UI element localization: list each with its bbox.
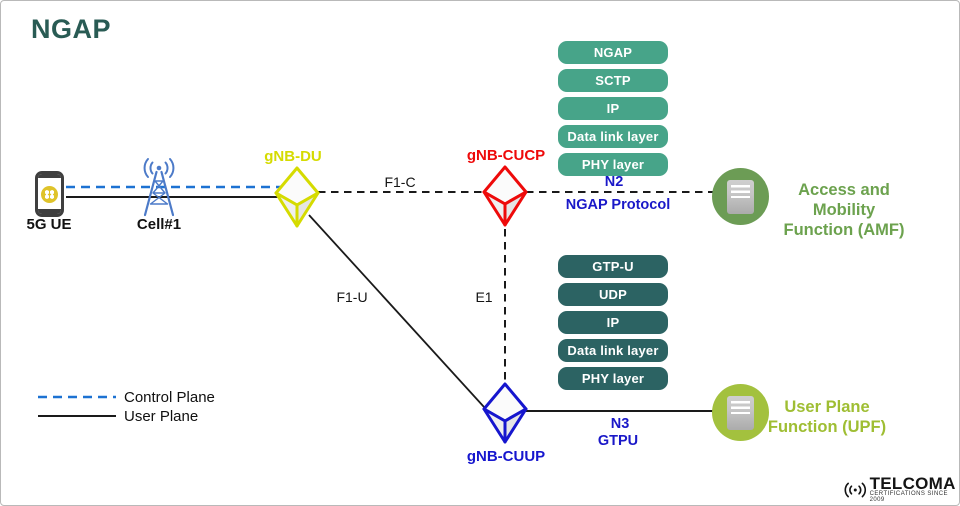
server-lines-icon	[731, 400, 750, 414]
gnb-cuup-cube-icon	[482, 382, 528, 444]
stack-datalink: Data link layer	[558, 125, 668, 148]
stack-datalink2: Data link layer	[558, 339, 668, 362]
logo-wave-icon	[844, 482, 867, 497]
server-icon	[727, 395, 754, 430]
gnb-du-cube-icon	[274, 166, 320, 228]
logo-tagline: CERTIFICATIONS SINCE 2009	[869, 491, 949, 503]
stack-udp: UDP	[558, 283, 668, 306]
logo-name: TELCOMA	[869, 474, 956, 493]
amf-node	[712, 168, 769, 225]
telcoma-logo: TELCOMA CERTIFICATIONS SINCE 2009	[843, 474, 960, 503]
stack-phy: PHY layer	[558, 153, 668, 176]
ue-phone-icon	[35, 171, 64, 217]
stack-sctp: SCTP	[558, 69, 668, 92]
n2-protocol-label: NGAP Protocol	[565, 197, 671, 213]
server-lines-icon	[731, 184, 750, 198]
n3-label: N3	[610, 416, 630, 432]
upf-node	[712, 384, 769, 441]
cell-label: Cell#1	[136, 216, 182, 233]
n3-protocol-label: GTPU	[597, 433, 639, 449]
stack-ip: IP	[558, 97, 668, 120]
n2-label: N2	[604, 174, 624, 190]
stack-phy2: PHY layer	[558, 367, 668, 390]
upf-label: User Plane Function (UPF)	[767, 398, 887, 436]
f1u-label: F1-U	[336, 289, 368, 305]
stack-ngap: NGAP	[558, 41, 668, 64]
page-title: NGAP	[31, 14, 112, 44]
amf-label: Access and Mobility Function (AMF)	[783, 181, 905, 239]
stack-ip2: IP	[558, 311, 668, 334]
gnb-cuup-label: gNB-CUUP	[466, 448, 546, 465]
e1-label: E1	[475, 289, 493, 305]
ue-label: 5G UE	[26, 216, 72, 233]
legend-control-label: Control Plane	[124, 389, 215, 406]
gnb-cucp-cube-icon	[482, 165, 528, 227]
server-icon	[727, 179, 754, 214]
ue-phone-app-icon	[41, 185, 58, 203]
legend-user-label: User Plane	[124, 408, 199, 425]
cell-antenna-icon	[143, 158, 175, 217]
stack-gtpu: GTP-U	[558, 255, 668, 278]
gnb-cucp-label: gNB-CUCP	[466, 147, 546, 164]
line-f1u	[308, 214, 485, 408]
gnb-du-label: gNB-DU	[264, 148, 322, 165]
f1c-label: F1-C	[384, 174, 416, 190]
